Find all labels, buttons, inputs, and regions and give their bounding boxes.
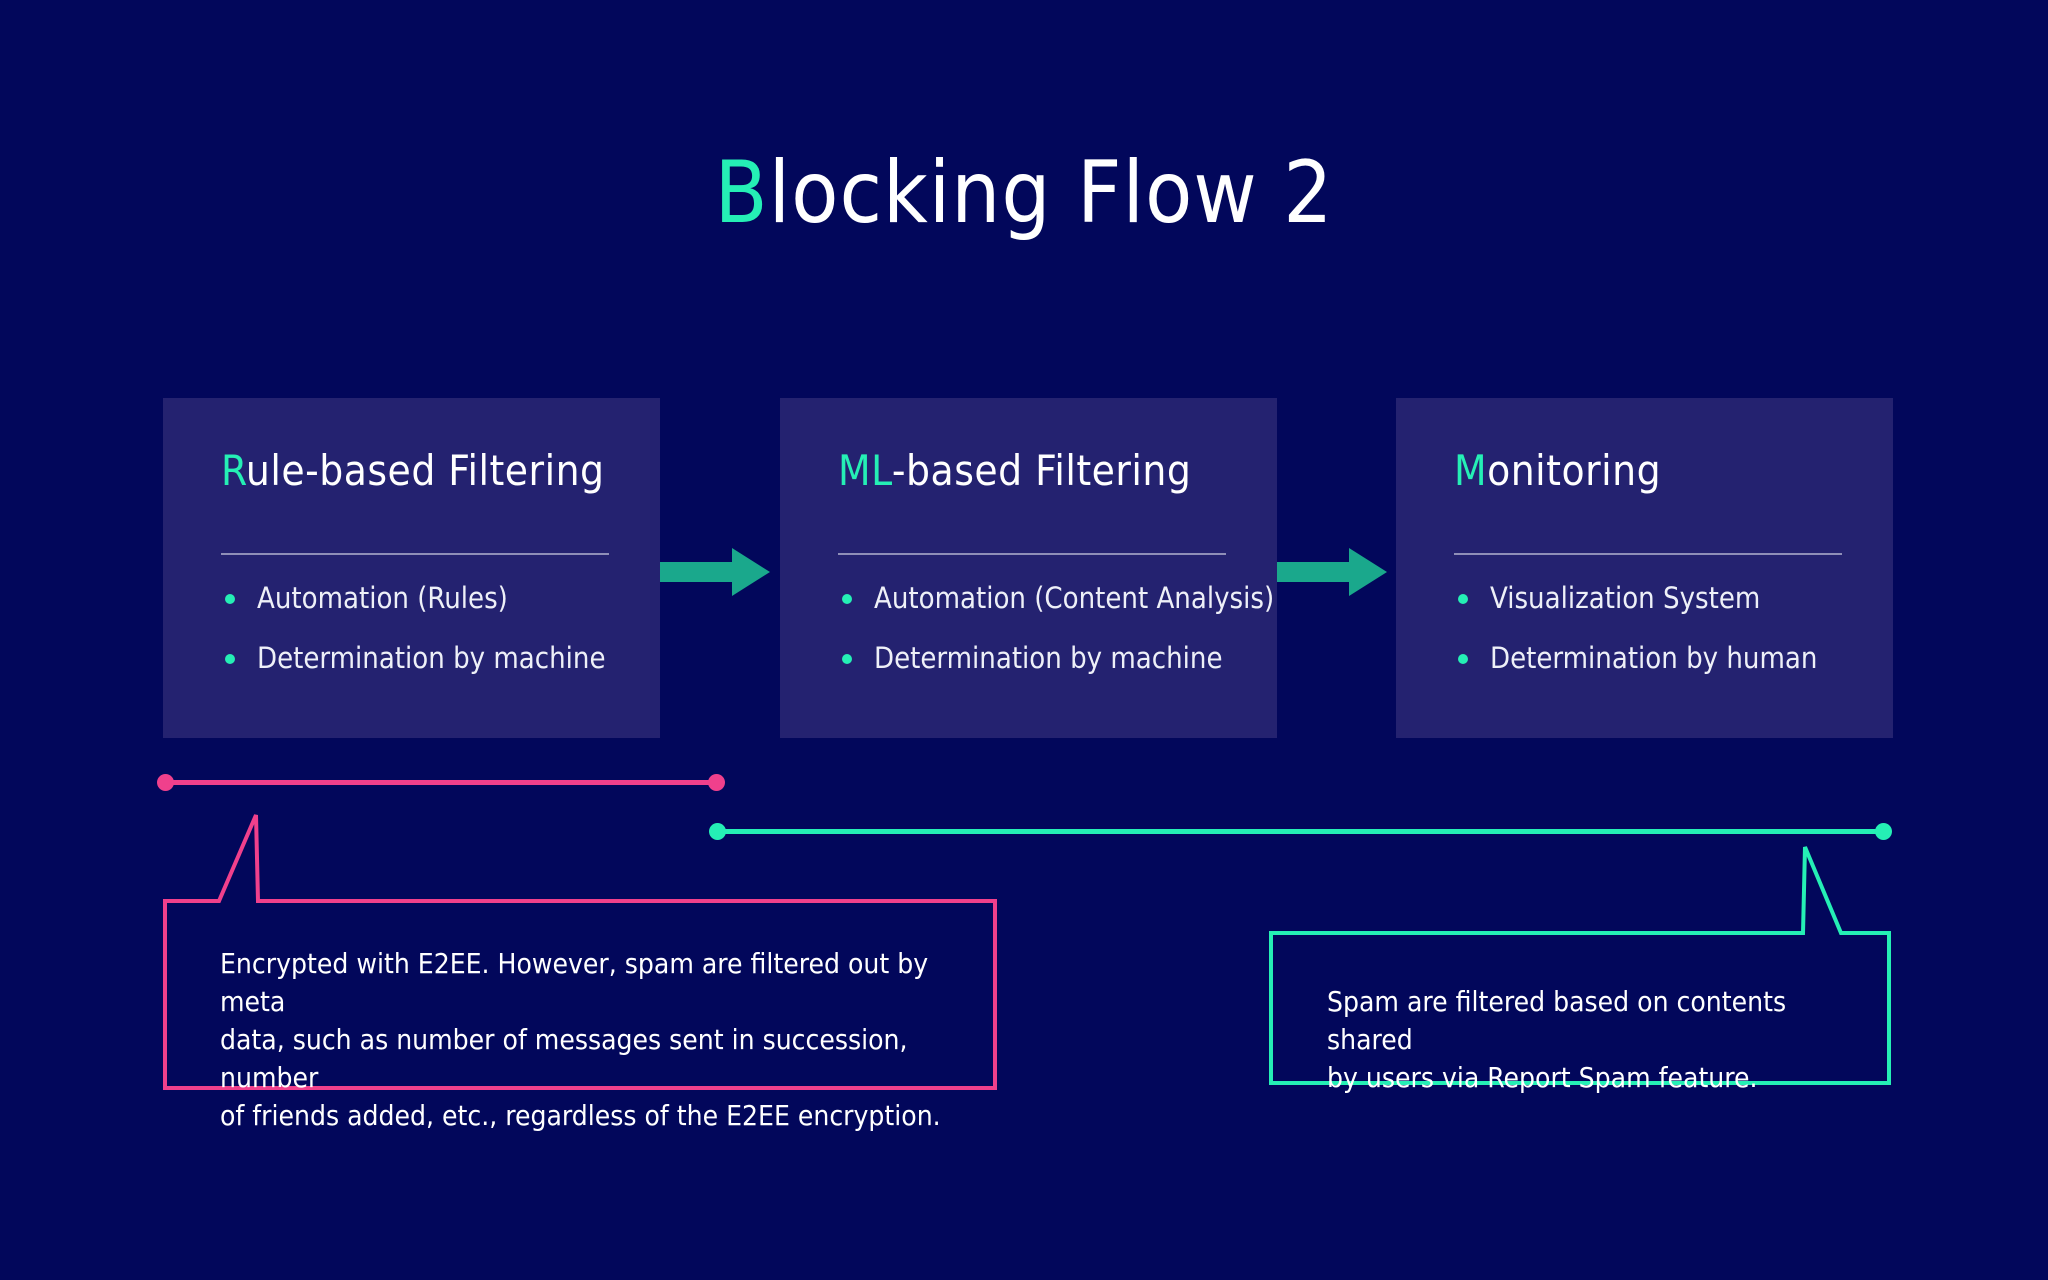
list-item: Determination by machine xyxy=(838,640,1259,676)
bullet-dot-icon xyxy=(225,594,235,604)
card-title-accent: M xyxy=(1454,446,1488,495)
list-item: Automation (Content Analysis) xyxy=(838,580,1274,616)
list-item-label: Determination by machine xyxy=(257,641,606,675)
bullet-dot-icon xyxy=(842,654,852,664)
card-bullet-list: Automation (Rules) Determination by mach… xyxy=(221,580,642,700)
card-divider xyxy=(221,553,609,555)
list-item-label: Determination by machine xyxy=(874,641,1223,675)
card-title-accent: ML xyxy=(838,446,892,495)
list-item-label: Determination by human xyxy=(1490,641,1818,675)
list-item-label: Visualization System xyxy=(1490,581,1761,615)
list-item-label: Automation (Content Analysis) xyxy=(874,581,1275,615)
card-monitoring[interactable]: Monitoring Visualization System Determin… xyxy=(1396,398,1893,738)
page-title-rest: locking Flow 2 xyxy=(768,143,1334,243)
card-title: Monitoring xyxy=(1454,450,1661,492)
arrow-right-icon xyxy=(660,548,770,596)
pink-span-bar xyxy=(165,780,717,785)
card-divider xyxy=(838,553,1226,555)
teal-span-connector xyxy=(709,823,1892,840)
pink-span-connector xyxy=(157,774,725,791)
card-divider xyxy=(1454,553,1842,555)
card-title-rest: ule-based Filtering xyxy=(245,446,605,495)
card-title-rest: onitoring xyxy=(1487,446,1662,495)
bullet-dot-icon xyxy=(1458,594,1468,604)
card-bullet-list: Automation (Content Analysis) Determinat… xyxy=(838,580,1274,700)
card-title: Rule-based Filtering xyxy=(221,450,605,492)
teal-span-left-endpoint-icon xyxy=(709,823,726,840)
card-title: ML-based Filtering xyxy=(838,450,1191,492)
card-rule-based-filtering[interactable]: Rule-based Filtering Automation (Rules) … xyxy=(163,398,660,738)
list-item: Determination by machine xyxy=(221,640,642,676)
teal-span-right-endpoint-icon xyxy=(1875,823,1892,840)
page-title-accent-letter: B xyxy=(714,143,769,243)
bullet-dot-icon xyxy=(842,594,852,604)
card-title-accent: R xyxy=(221,446,246,495)
list-item-label: Automation (Rules) xyxy=(257,581,508,615)
list-item: Determination by human xyxy=(1454,640,1875,676)
bullet-dot-icon xyxy=(225,654,235,664)
pink-span-left-endpoint-icon xyxy=(157,774,174,791)
teal-span-bar xyxy=(717,829,1884,834)
pink-span-right-endpoint-icon xyxy=(708,774,725,791)
list-item: Visualization System xyxy=(1454,580,1875,616)
pink-callout-text: Encrypted with E2EE. However, spam are f… xyxy=(220,947,941,1132)
teal-callout: Spam are filtered based on contents shar… xyxy=(1265,825,1895,1094)
list-item: Automation (Rules) xyxy=(221,580,642,616)
pink-callout: Encrypted with E2EE. However, spam are f… xyxy=(160,808,1000,1132)
bullet-dot-icon xyxy=(1458,654,1468,664)
page-title: Blocking Flow 2 xyxy=(0,150,2048,236)
card-ml-based-filtering[interactable]: ML-based Filtering Automation (Content A… xyxy=(780,398,1277,738)
card-bullet-list: Visualization System Determination by hu… xyxy=(1454,580,1875,700)
arrow-right-icon xyxy=(1277,548,1387,596)
card-title-rest: -based Filtering xyxy=(891,446,1192,495)
teal-callout-text: Spam are filtered based on contents shar… xyxy=(1327,985,1787,1094)
